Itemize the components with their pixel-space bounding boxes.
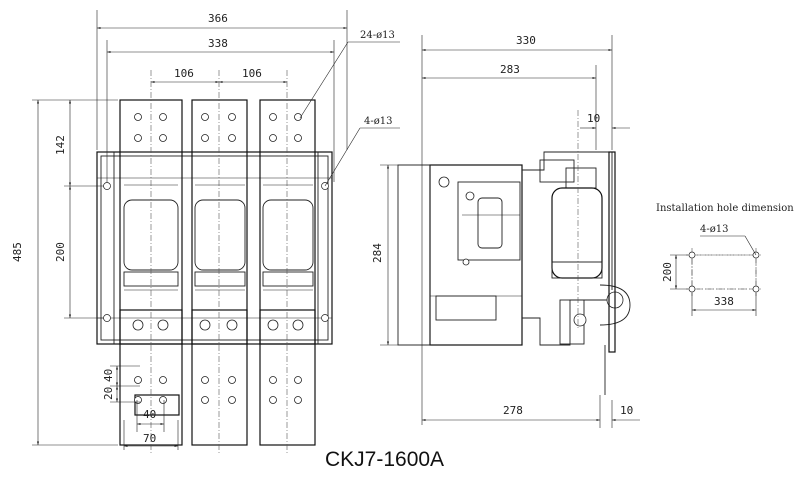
terminal-hole (294, 376, 302, 384)
dim-338: 338 (208, 37, 228, 50)
mount-hole (103, 314, 111, 322)
dim-20-v: 20 (102, 387, 115, 400)
terminal-hole (294, 134, 302, 142)
mount-hole (103, 182, 111, 190)
terminal-hole (269, 396, 277, 404)
mount-hole (321, 314, 329, 322)
terminal-hole (228, 113, 236, 121)
terminal-hole (294, 113, 302, 121)
install-hole (688, 251, 696, 259)
terminal-hole (201, 113, 209, 121)
drawing-title: CKJ7-1600A (325, 448, 444, 471)
terminal-holes (132, 113, 304, 404)
dim-10-top: 10 (587, 112, 600, 125)
terminal-hole (199, 319, 211, 331)
dim-330: 330 (516, 34, 536, 47)
dim-278: 278 (503, 404, 523, 417)
terminal-hole (267, 319, 279, 331)
installation-holes-diagram: Installation hole dimension 4-ø13 200 33… (656, 203, 794, 316)
terminal-hole (226, 319, 238, 331)
dim-10-bottom: 10 (620, 404, 633, 417)
dim-70: 70 (143, 432, 156, 445)
install-hole (688, 285, 696, 293)
dim-284: 284 (371, 243, 384, 263)
pole-3 (259, 99, 316, 446)
dim-283: 283 (500, 63, 520, 76)
dim-40-v: 40 (102, 369, 115, 382)
terminal-hole (201, 396, 209, 404)
terminal-hole (228, 396, 236, 404)
install-dim-338: 338 (714, 295, 734, 308)
terminal-hole (159, 134, 167, 142)
terminal-hole (269, 113, 277, 121)
terminal-hole (159, 376, 167, 384)
side-view: 330 283 10 284 278 10 (371, 34, 640, 428)
dim-200: 200 (54, 242, 67, 262)
terminal-hole (134, 396, 142, 404)
terminal-hole (159, 113, 167, 121)
dim-106-a: 106 (174, 67, 194, 80)
terminal-hole (228, 134, 236, 142)
dim-485: 485 (11, 242, 24, 262)
terminal-hole (134, 134, 142, 142)
install-holes-callout: 4-ø13 (700, 224, 729, 235)
dim-106-b: 106 (242, 67, 262, 80)
dim-366: 366 (208, 12, 228, 25)
callout-24-holes: 24-ø13 (360, 30, 395, 41)
terminal-hole (201, 134, 209, 142)
dim-142: 142 (54, 135, 67, 155)
terminal-hole (228, 376, 236, 384)
terminal-hole (269, 376, 277, 384)
terminal-hole (269, 134, 277, 142)
callout-4-holes: 4-ø13 (364, 116, 393, 127)
terminal-hole (134, 113, 142, 121)
front-view: 366 338 106 106 485 142 200 40 20 40 (11, 10, 400, 455)
terminal-hole (201, 376, 209, 384)
terminal-hole (157, 319, 169, 331)
install-dim-200: 200 (661, 262, 674, 282)
install-hole (752, 285, 760, 293)
dim-40-h: 40 (143, 408, 156, 421)
terminal-hole (132, 319, 144, 331)
terminal-hole (292, 319, 304, 331)
installation-heading: Installation hole dimension (656, 203, 794, 214)
pole-2 (191, 99, 248, 446)
terminal-hole (159, 396, 167, 404)
terminal-hole (294, 396, 302, 404)
terminal-hole (134, 376, 142, 384)
